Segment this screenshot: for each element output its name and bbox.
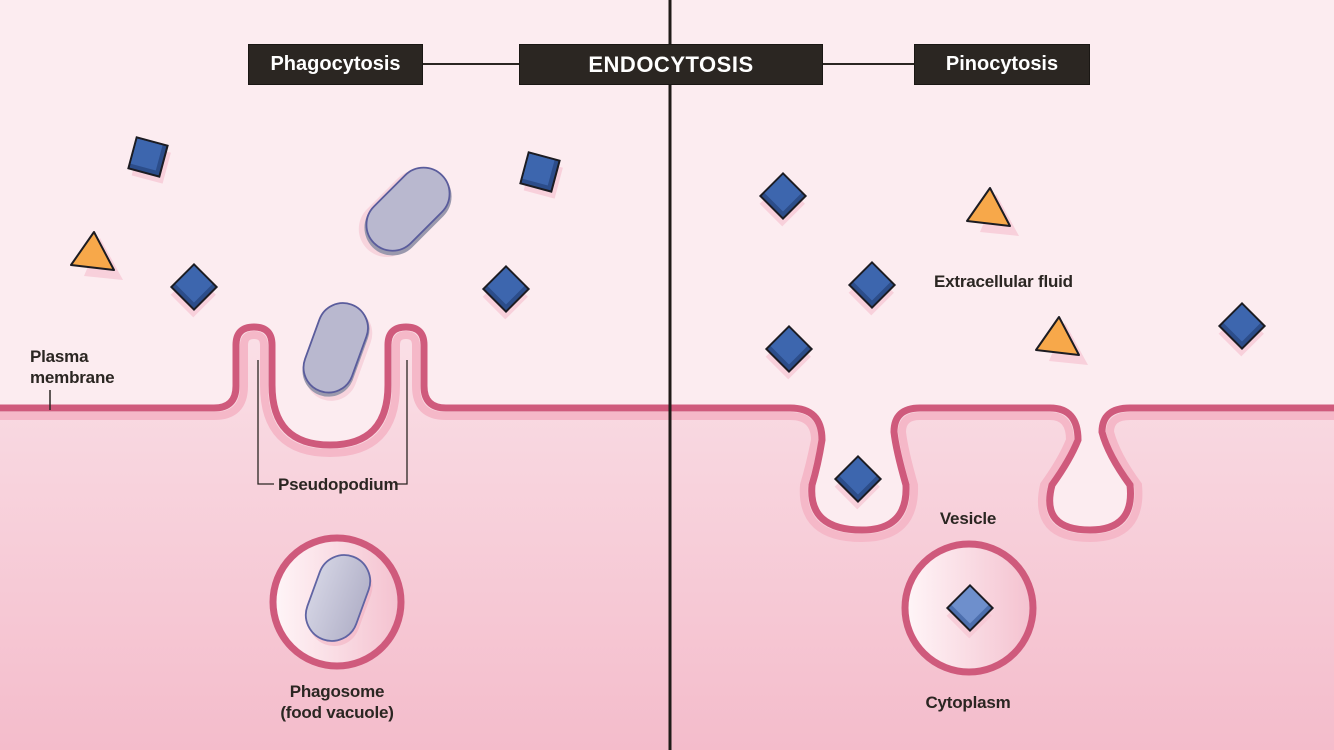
molecule-triangle	[1035, 316, 1088, 365]
vesicle-label: Vesicle	[939, 509, 997, 528]
phagosome-label-line1: Phagosome	[289, 682, 385, 701]
pseudopodium-bracket-right	[395, 360, 408, 485]
molecule-square	[169, 262, 219, 318]
molecule-triangle	[966, 187, 1019, 236]
phagosome-label-line2: (food vacuole)	[280, 703, 394, 722]
cytoplasm-label: Cytoplasm	[925, 693, 1011, 712]
plasma-membrane-label-line1: Plasma	[30, 347, 89, 366]
membrane-inner-highlight	[0, 330, 1334, 543]
molecule-square	[833, 454, 883, 510]
pseudopodium-bracket-left	[257, 360, 274, 485]
molecules	[70, 136, 1267, 639]
endocytosis-title: ENDOCYTOSIS	[519, 44, 823, 85]
extracellular-fluid-label: Extracellular fluid	[934, 272, 1073, 291]
pinocytosis-title: Pinocytosis	[914, 44, 1090, 85]
food-particle-engulfing	[302, 302, 373, 401]
phagocytosis-title: Phagocytosis	[248, 44, 423, 85]
pseudopodium-label: Pseudopodium	[278, 475, 399, 494]
molecule-square	[1217, 301, 1267, 357]
plasma-membrane-label-line2: membrane	[30, 368, 115, 387]
molecule-square	[127, 136, 171, 184]
food-particle-large	[358, 166, 452, 257]
plasma-membrane-label: Plasma membrane	[30, 346, 115, 388]
molecule-square	[764, 324, 814, 380]
molecule-square	[519, 151, 563, 199]
molecule-square	[945, 583, 995, 639]
phagosome-particle	[304, 554, 373, 647]
cytoplasm-region	[0, 327, 1334, 750]
molecule-triangle	[70, 231, 123, 280]
molecule-square	[847, 260, 897, 316]
phagosome-label: Phagosome (food vacuole)	[262, 681, 412, 723]
molecule-square	[481, 264, 531, 320]
molecule-square	[758, 171, 808, 227]
plasma-membrane	[0, 323, 1334, 534]
